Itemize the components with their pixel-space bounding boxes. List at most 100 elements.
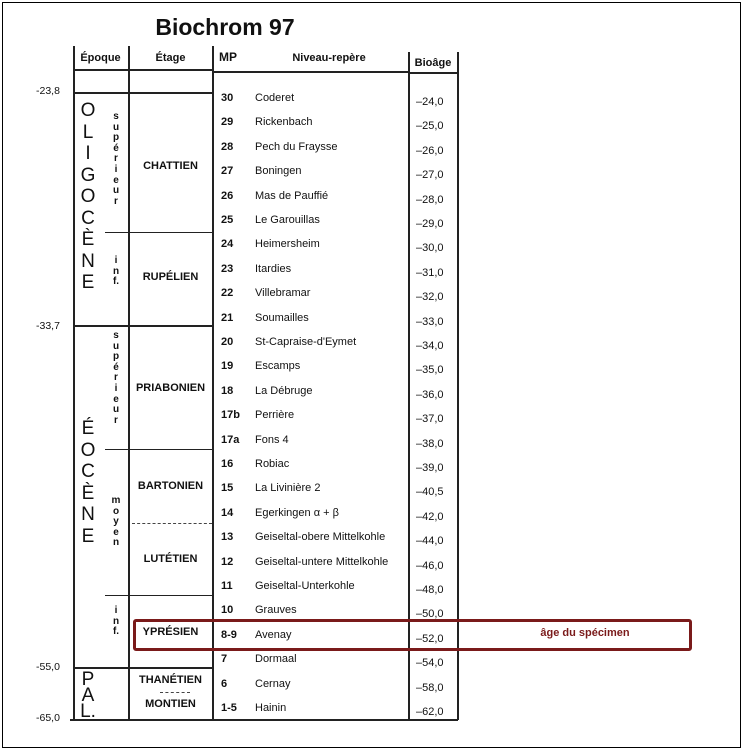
- letter: r: [114, 414, 118, 426]
- bioage-value: –25,0: [416, 120, 444, 133]
- mp-number: 14: [221, 506, 234, 519]
- table-row: 28 Pech du Fraysse –26,0: [213, 141, 458, 157]
- mp-number: 11: [221, 580, 233, 592]
- letter: È: [81, 482, 95, 504]
- letter: i: [114, 382, 118, 394]
- letter: i: [114, 605, 118, 616]
- specimen-highlight-box: [133, 619, 692, 651]
- grid-line: [160, 692, 190, 693]
- grid-line: [73, 92, 213, 94]
- etage-label: YPRÉSIEN: [142, 626, 199, 638]
- mp-number: 19: [221, 360, 234, 373]
- letter: p: [112, 132, 120, 144]
- letter: r: [114, 195, 118, 207]
- mp-number: 12: [221, 555, 234, 568]
- mp-number: 10: [221, 604, 234, 617]
- letter: f.: [112, 626, 120, 638]
- bioage-value: –37,0: [416, 413, 444, 426]
- mp-number: 30: [221, 92, 234, 104]
- letter: O: [80, 186, 96, 207]
- header-epoque: Époque: [80, 52, 121, 64]
- niveau-repere: Dormaal: [255, 653, 297, 666]
- niveau-repere: Boningen: [255, 165, 302, 178]
- letter: E: [81, 525, 95, 547]
- mp-number: 15: [221, 482, 234, 495]
- niveau-repere: Itardies: [255, 262, 292, 275]
- letter: o: [112, 505, 120, 517]
- grid-line: [408, 72, 458, 74]
- mp-number: 29: [221, 116, 234, 129]
- letter: N: [81, 250, 95, 272]
- grid-line: [408, 52, 410, 720]
- table-row: 30 Coderet –24,0: [213, 92, 458, 108]
- grid-line: [70, 719, 458, 721]
- age-boundary: -55,0: [36, 661, 60, 673]
- bioage-value: –24,0: [416, 96, 444, 108]
- mp-number: 6: [221, 677, 228, 690]
- letter: p: [112, 351, 120, 363]
- bioage-value: –33,0: [416, 315, 444, 328]
- bioage-value: –38,0: [416, 437, 444, 450]
- niveau-repere: Avenay: [255, 628, 292, 641]
- mp-number: 28: [221, 140, 234, 153]
- bioage-value: –29,0: [416, 218, 444, 230]
- mp-number: 26: [221, 189, 234, 202]
- age-boundary: -65,0: [36, 712, 60, 724]
- bioage-value: –32,0: [416, 291, 444, 304]
- mp-number: 21: [221, 311, 234, 324]
- mp-number: 17b: [221, 409, 240, 422]
- grid-line: [105, 232, 213, 233]
- letter: y: [113, 516, 119, 528]
- mp-number: 1-5: [221, 702, 237, 714]
- niveau-repere: Geiseltal-Unterkohle: [255, 580, 355, 592]
- niveau-repere: Grauves: [255, 604, 297, 617]
- letter: È: [81, 229, 95, 250]
- niveau-repere: Pech du Fraysse: [255, 140, 338, 153]
- page-title: Biochrom 97: [155, 14, 295, 40]
- letter: é: [113, 142, 119, 154]
- letter: C: [81, 461, 95, 482]
- header-bioage: Bioâge: [414, 57, 452, 69]
- niveau-repere: Coderet: [255, 92, 295, 104]
- mp-number: 27: [221, 165, 234, 178]
- letter: n: [112, 265, 120, 277]
- etage-label: CHATTIEN: [143, 160, 198, 172]
- letter: r: [114, 153, 118, 165]
- niveau-repere: Mas de Pauffié: [255, 189, 329, 202]
- niveau-repere: Soumailles: [255, 311, 309, 324]
- mp-number: 17a: [221, 433, 240, 446]
- table-row: 21 Soumailles –33,0: [213, 312, 458, 328]
- etage-label: MONTIEN: [145, 698, 196, 710]
- letter: f.: [112, 276, 120, 288]
- mp-number: 13: [221, 531, 234, 544]
- bioage-value: –39,0: [416, 462, 444, 474]
- mp-number: 23: [221, 262, 234, 275]
- grid-line: [73, 69, 213, 71]
- niveau-repere: Geiseltal-obere Mittelkohle: [255, 531, 386, 544]
- etage-label: PRIABONIEN: [135, 382, 206, 394]
- header-etage: Étage: [155, 52, 186, 64]
- niveau-repere: Villebramar: [255, 287, 311, 300]
- letter: u: [112, 340, 120, 352]
- age-boundary: -23,8: [36, 85, 60, 97]
- bioage-value: –26,0: [416, 144, 444, 157]
- niveau-repere: Perrière: [255, 409, 295, 422]
- letter: O: [80, 100, 96, 121]
- epoque-paleocene: PAL.: [80, 669, 96, 722]
